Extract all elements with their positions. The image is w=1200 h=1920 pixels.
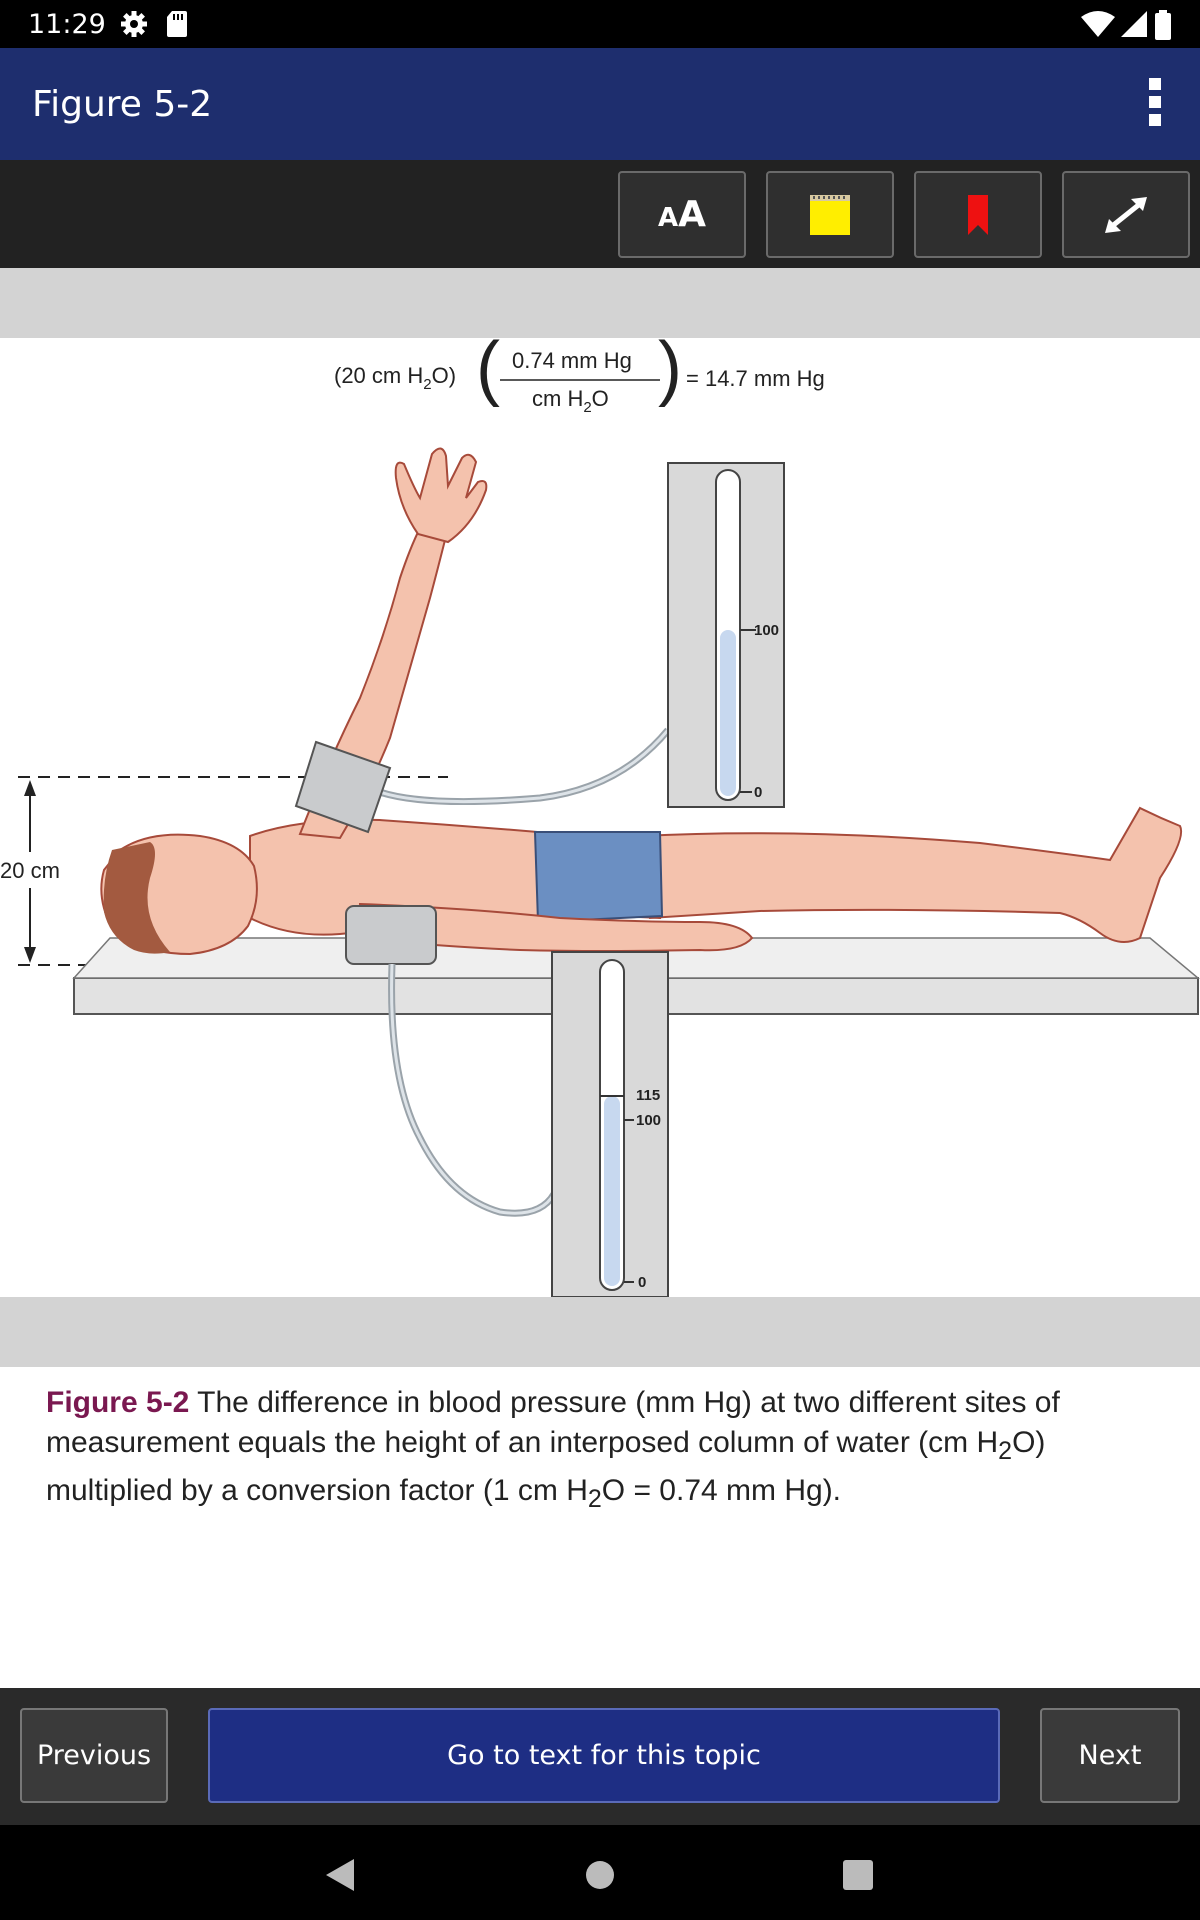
equation-rhs: = 14.7 mm Hg	[686, 366, 825, 391]
legs	[638, 806, 1182, 943]
go-to-text-button[interactable]: Go to text for this topic	[208, 1708, 1000, 1803]
status-time: 11:29	[28, 9, 106, 40]
font-size-icon: AA	[658, 194, 706, 235]
arrow-head-up	[24, 780, 36, 796]
page-title: Figure 5-2	[32, 84, 213, 125]
label-bg	[0, 852, 70, 888]
upper-mercury	[720, 630, 736, 796]
left-paren: (	[476, 338, 500, 408]
expand-button[interactable]	[1062, 171, 1190, 258]
shorts	[533, 831, 664, 924]
caption-subscript: 2	[587, 1485, 602, 1513]
lower-cuff	[345, 905, 437, 965]
figure-caption: Figure 5-2 The difference in blood press…	[46, 1383, 1166, 1519]
sd-card-icon	[167, 11, 187, 37]
bookmark-icon	[968, 194, 988, 235]
toolbar: AA	[0, 160, 1200, 268]
caption-text: O = 0.74 mm Hg).	[601, 1474, 842, 1507]
right-paren: )	[658, 338, 682, 408]
equation-denominator: cm H2O	[532, 386, 609, 416]
upper-tube	[372, 727, 671, 806]
equation-numerator: 0.74 mm Hg	[512, 348, 632, 373]
overflow-menu-icon	[1149, 78, 1161, 90]
system-navigation-bar	[0, 1825, 1200, 1920]
arrow-head-down	[24, 947, 36, 963]
next-button[interactable]: Next	[1040, 1708, 1180, 1803]
upper-gauge-tick-high: 100	[754, 622, 779, 639]
lower-arm	[359, 902, 754, 952]
lower-tube-highlight	[390, 963, 556, 1215]
caption-subscript: 2	[998, 1437, 1013, 1465]
wifi-icon	[1081, 11, 1115, 37]
caption-label: Figure 5-2	[46, 1386, 190, 1419]
upper-gauge-tick-low: 0	[754, 784, 762, 801]
bottom-navigation: Previous Go to text for this topic Next	[0, 1688, 1200, 1825]
raised-hand	[394, 447, 488, 544]
lower-gauge: 115 100 0	[551, 951, 669, 1297]
recents-icon[interactable]	[840, 1857, 876, 1893]
sticky-note-icon	[810, 194, 850, 235]
height-label: 20 cm	[0, 858, 60, 883]
previous-button[interactable]: Previous	[20, 1708, 168, 1803]
upper-tube-highlight	[373, 729, 670, 804]
back-icon[interactable]	[320, 1855, 360, 1895]
bookmark-button[interactable]	[914, 171, 1042, 258]
equation-lhs: (20 cm H2O)	[334, 363, 456, 393]
overflow-dot	[1149, 96, 1161, 108]
home-icon[interactable]	[584, 1855, 616, 1895]
overflow-dot	[1149, 114, 1161, 126]
caption-text: O) multiplied by a conversion factor (1 …	[46, 1426, 1046, 1507]
gear-icon	[121, 11, 147, 37]
figure-image[interactable]: (20 cm H2O) ( 0.74 mm Hg cm H2O ) = 14.7…	[0, 338, 1200, 1297]
figure-top-margin	[0, 268, 1200, 338]
hair	[103, 842, 170, 954]
caption-text: The difference in blood pressure (mm Hg)…	[46, 1386, 1060, 1459]
note-button[interactable]	[766, 171, 894, 258]
lower-mercury	[604, 1096, 620, 1286]
battery-icon	[1155, 10, 1171, 40]
lower-gauge-reading: 115	[636, 1087, 660, 1104]
figure-bottom-margin	[0, 1297, 1200, 1367]
overflow-menu-button[interactable]	[1140, 78, 1170, 130]
figure-illustration: (20 cm H2O) ( 0.74 mm Hg cm H2O ) = 14.7…	[0, 338, 1200, 1297]
expand-icon	[1105, 196, 1147, 233]
upper-gauge: 100 0	[667, 462, 785, 808]
lower-gauge-tick-low: 0	[638, 1274, 646, 1291]
status-bar: 11:29	[0, 0, 1200, 48]
font-size-button[interactable]: AA	[618, 171, 746, 258]
upper-cuff	[294, 740, 392, 834]
app-bar: Figure 5-2	[0, 48, 1200, 160]
equation: (20 cm H2O) ( 0.74 mm Hg cm H2O ) = 14.7…	[334, 338, 825, 416]
lower-gauge-tick-high: 100	[636, 1112, 661, 1129]
signal-icon	[1121, 11, 1147, 37]
